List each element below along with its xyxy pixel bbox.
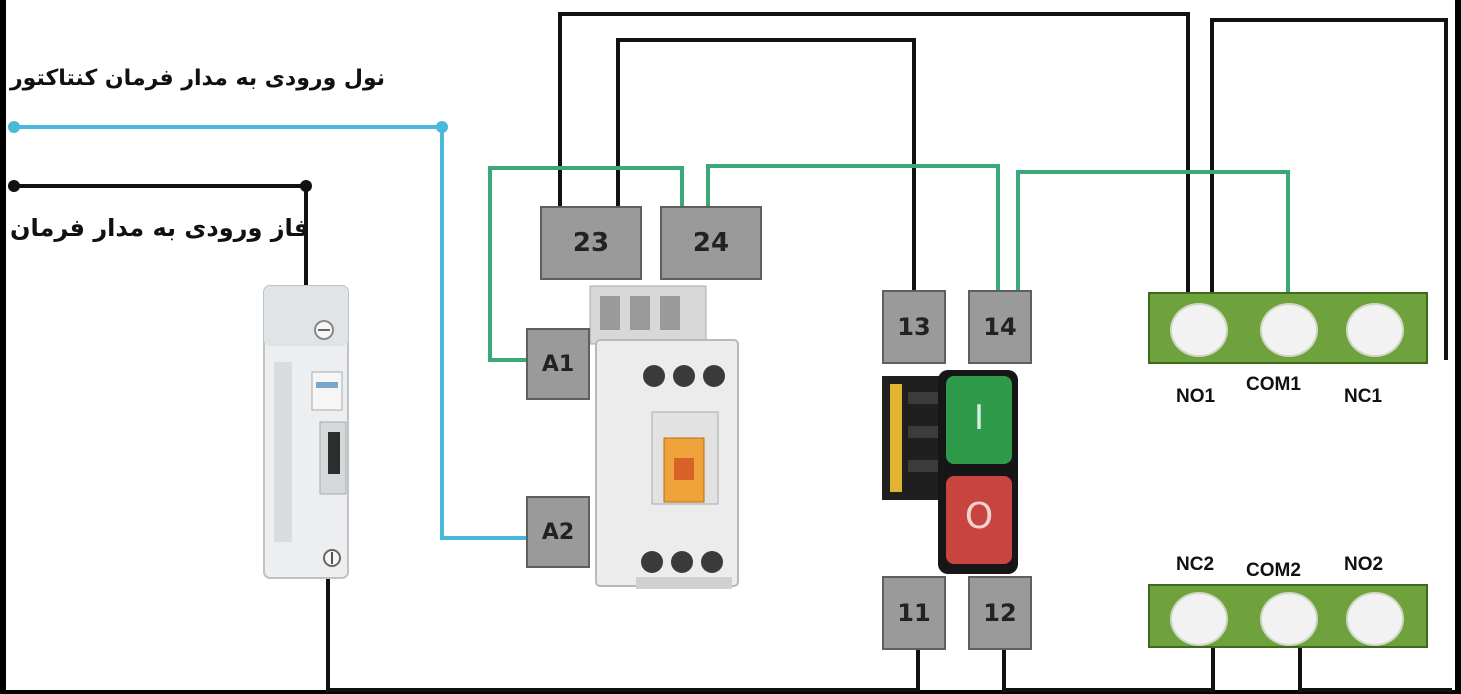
label-com2: COM2	[1246, 560, 1301, 581]
right-loop-wire	[1210, 18, 1448, 360]
neutral-wire	[14, 125, 530, 540]
terminal-12: 12	[968, 576, 1032, 650]
frame-right-border	[1455, 0, 1461, 694]
cropped-top-text	[460, 0, 1080, 9]
phase-input-label: فاز ورودی به مدار فرمان	[10, 214, 310, 242]
relay-contacts-top	[1148, 292, 1428, 364]
terminal-13: 13	[882, 290, 946, 364]
stop-button-symbol: O	[964, 496, 994, 537]
terminal-23: 23	[540, 206, 642, 280]
phase-wire-junction-dot	[300, 180, 312, 192]
com2-screw	[1260, 592, 1318, 646]
terminal-14: 14	[968, 290, 1032, 364]
start-stop-pushbutton: I O	[880, 368, 1020, 574]
contactor	[576, 282, 746, 592]
terminal-a1: A1	[526, 328, 590, 400]
12-to-relay-wire	[1002, 645, 1215, 692]
circuit-breaker	[258, 282, 354, 582]
neutral-wire-start-dot	[8, 121, 20, 133]
neutral-wire-junction-dot	[436, 121, 448, 133]
start-button-symbol: I	[973, 398, 985, 438]
terminal-a2: A2	[526, 496, 590, 568]
label-no2: NO2	[1344, 554, 1384, 575]
no2-screw	[1346, 592, 1404, 646]
a1-control-wire	[488, 166, 684, 362]
neutral-input-label: نول ورودی به مدار فرمان کنتاکتور	[10, 66, 386, 91]
phase-wire-start-dot	[8, 180, 20, 192]
label-nc1: NC1	[1344, 386, 1383, 407]
23-outer-loop-wire	[558, 12, 1190, 292]
terminal-24: 24	[660, 206, 762, 280]
terminal-11: 11	[882, 576, 946, 650]
nc2-screw	[1170, 592, 1228, 646]
no1-screw	[1170, 303, 1228, 357]
label-nc2: NC2	[1176, 554, 1215, 575]
relay-no2-to-right-wire	[1298, 645, 1452, 692]
nc1-screw	[1346, 303, 1404, 357]
14-to-com1-wire	[1016, 170, 1290, 292]
frame-left-border	[0, 0, 6, 694]
relay-contacts-bottom	[1148, 584, 1428, 648]
label-no1: NO1	[1176, 386, 1216, 407]
label-com1: COM1	[1246, 374, 1301, 395]
com1-screw	[1260, 303, 1318, 357]
breaker-to-11-wire	[326, 575, 920, 692]
24-to-14-wire	[706, 164, 1000, 290]
